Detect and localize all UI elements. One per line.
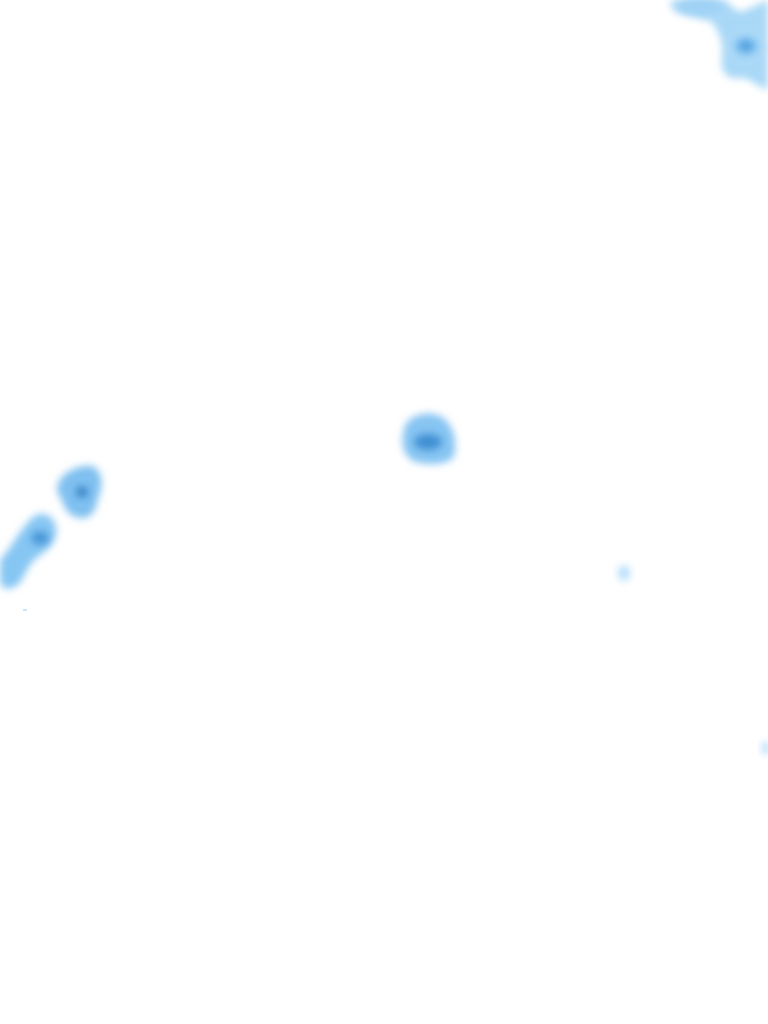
- tiny-marker-left: [23, 609, 27, 611]
- hotspot-left-upper-core: [76, 486, 88, 498]
- hotspot-center[interactable]: [402, 413, 456, 464]
- hotspot-left-lower[interactable]: [0, 513, 57, 589]
- hotspot-left-lower-core: [31, 531, 49, 545]
- hotspot-top-right-core: [728, 32, 764, 60]
- hotspot-top-right[interactable]: [670, 0, 768, 90]
- hotspot-right-edge-lower[interactable]: [762, 741, 768, 755]
- hotspot-left-upper[interactable]: [57, 465, 102, 518]
- hotspot-center-core: [414, 434, 442, 450]
- hotspot-top-right-small: [678, 0, 722, 14]
- hotspot-small-right-middle[interactable]: [618, 565, 630, 581]
- hotspot-top-right-outer: [670, 0, 768, 90]
